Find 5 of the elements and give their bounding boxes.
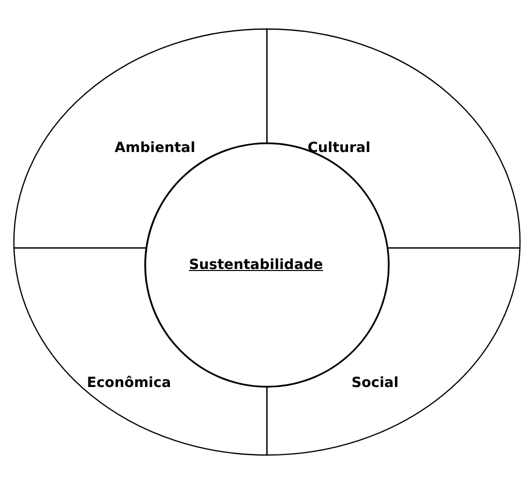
center-label: Sustentabilidade bbox=[188, 257, 324, 273]
segment-label: Social bbox=[351, 375, 399, 391]
segment-label: Ambiental bbox=[114, 140, 196, 156]
segment-label: Econômica bbox=[86, 375, 172, 391]
segment-label: Cultural bbox=[308, 140, 370, 156]
